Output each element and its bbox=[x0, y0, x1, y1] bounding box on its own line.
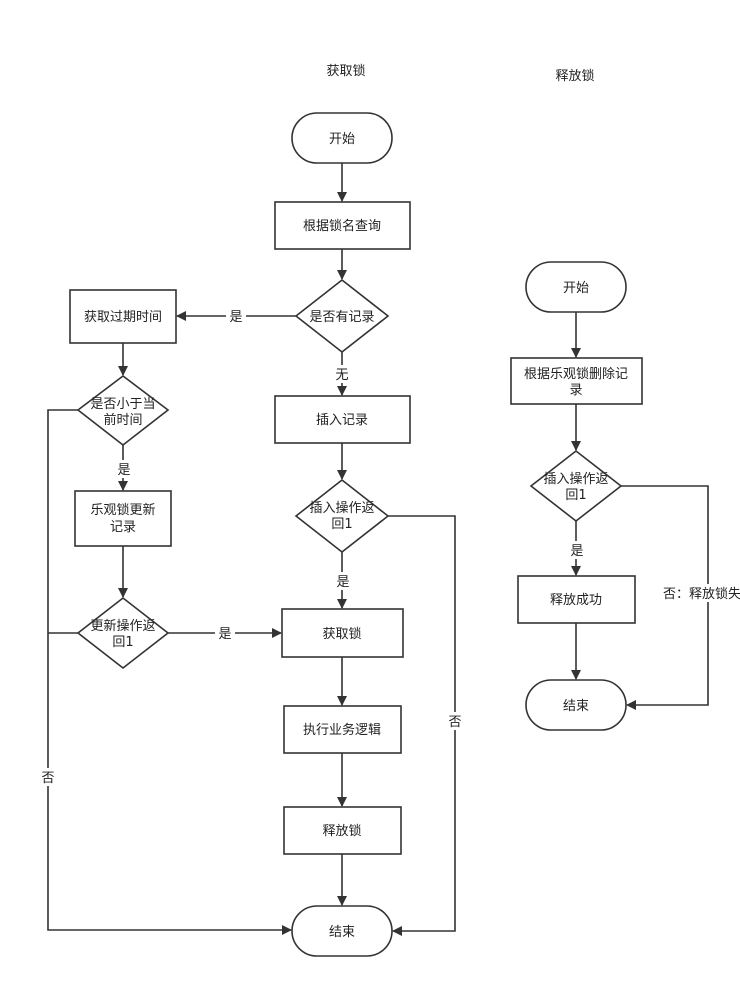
query-by-lock-name-node: 根据锁名查询 bbox=[274, 201, 411, 250]
execute-business-logic-label: 执行业务逻辑 bbox=[303, 722, 381, 738]
less-than-now-line1: 是否小于当 bbox=[90, 397, 155, 412]
delete-by-optimistic-lock-node: 根据乐观锁删除记 录 bbox=[510, 357, 643, 405]
optimistic-update-node: 乐观锁更新 记录 bbox=[74, 490, 172, 547]
edge-label-bg bbox=[114, 460, 134, 478]
insert-record-node: 插入记录 bbox=[274, 395, 411, 444]
insert-returns-one-decision: 插入操作返 回1 bbox=[294, 478, 390, 554]
get-expire-time-node: 获取过期时间 bbox=[69, 289, 177, 344]
edge-label-bg bbox=[445, 712, 465, 730]
got-lock-label: 获取锁 bbox=[322, 626, 361, 642]
edge-label-bg bbox=[38, 768, 58, 786]
release-lock-label: 释放锁 bbox=[322, 823, 361, 839]
acquire-start-node: 开始 bbox=[291, 112, 393, 164]
edge-label-bg bbox=[567, 541, 587, 559]
edge-label-compare-yes: 是 bbox=[117, 463, 130, 478]
acquire-start-label: 开始 bbox=[329, 132, 355, 147]
edge-label-insert-returns-yes: 是 bbox=[336, 575, 349, 590]
edge-label-bg bbox=[333, 572, 353, 590]
has-record-label: 是否有记录 bbox=[309, 310, 374, 325]
execute-business-logic-node: 执行业务逻辑 bbox=[283, 705, 402, 754]
edge-label-bg bbox=[660, 584, 740, 602]
delete-record-line2: 录 bbox=[569, 383, 582, 398]
release-success-node: 释放成功 bbox=[517, 575, 636, 624]
edge-label-has-record-yes: 是 bbox=[229, 310, 242, 325]
update-returns-one-decision: 更新操作返 回1 bbox=[76, 596, 170, 670]
insert-returns-line1: 插入操作返 bbox=[309, 500, 374, 516]
release-returns-line1: 插入操作返 bbox=[543, 471, 608, 487]
release-start-label: 开始 bbox=[563, 281, 589, 296]
release-start-node: 开始 bbox=[525, 261, 627, 313]
get-expire-time-label: 获取过期时间 bbox=[84, 310, 162, 325]
optimistic-update-line1: 乐观锁更新 bbox=[90, 502, 155, 518]
insert-record-label: 插入记录 bbox=[316, 413, 368, 428]
less-than-now-decision: 是否小于当 前时间 bbox=[76, 374, 170, 447]
edge-compare-no bbox=[47, 409, 292, 935]
edge-label-release-fail: 否：释放锁失 bbox=[663, 586, 740, 602]
release-end-label: 结束 bbox=[563, 699, 589, 714]
edge-label-has-record-none: 无 bbox=[335, 368, 348, 383]
edge-label-bg bbox=[215, 624, 235, 642]
release-end-node: 结束 bbox=[525, 679, 627, 731]
release-returns-one-decision: 插入操作返 回1 bbox=[529, 449, 623, 523]
optimistic-update-line2: 记录 bbox=[110, 520, 136, 535]
got-lock-node: 获取锁 bbox=[281, 608, 404, 658]
edge-label-bg bbox=[226, 307, 246, 325]
acquire-end-node: 结束 bbox=[291, 905, 393, 957]
query-by-lock-name-label: 根据锁名查询 bbox=[303, 218, 381, 234]
insert-returns-line2: 回1 bbox=[331, 517, 352, 532]
update-returns-line2: 回1 bbox=[112, 635, 133, 650]
acquire-end-label: 结束 bbox=[329, 925, 355, 940]
title-acquire-lock: 获取锁 bbox=[326, 63, 365, 79]
edge-label-bg bbox=[333, 365, 353, 383]
title-release-lock: 释放锁 bbox=[555, 68, 594, 84]
release-success-label: 释放成功 bbox=[550, 593, 602, 608]
has-record-decision: 是否有记录 bbox=[294, 278, 390, 354]
release-returns-line2: 回1 bbox=[565, 488, 586, 503]
edge-label-left-no: 否 bbox=[41, 771, 54, 786]
edge-label-insert-returns-no: 否 bbox=[448, 715, 461, 730]
edge-label-update-returns-yes: 是 bbox=[218, 627, 231, 642]
release-lock-node: 释放锁 bbox=[283, 806, 402, 855]
update-returns-line1: 更新操作返 bbox=[90, 618, 155, 634]
delete-record-line1: 根据乐观锁删除记 bbox=[524, 366, 628, 382]
edge-label-release-returns-yes: 是 bbox=[570, 544, 583, 559]
less-than-now-line2: 前时间 bbox=[103, 412, 142, 428]
